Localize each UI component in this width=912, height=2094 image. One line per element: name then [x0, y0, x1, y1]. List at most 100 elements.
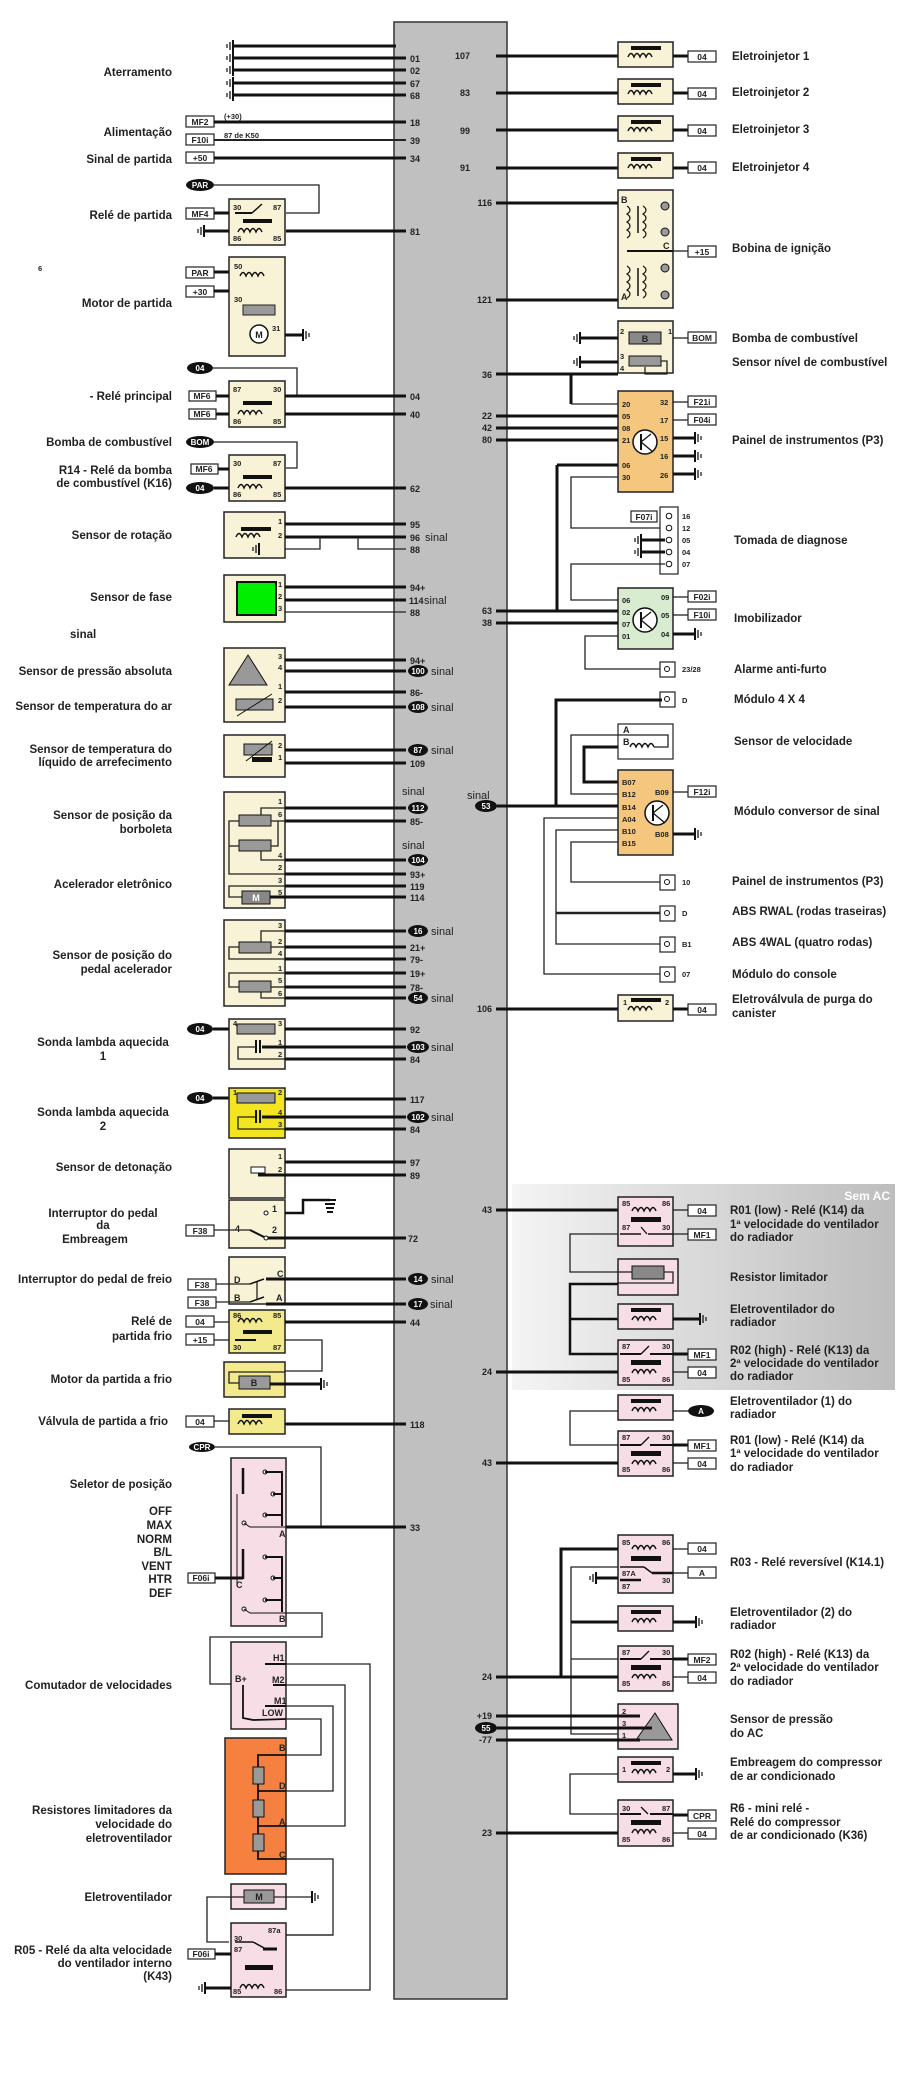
ground-icon [589, 1571, 597, 1585]
component-shape [687, 1204, 717, 1217]
ecu-pin: 43 [482, 1205, 492, 1215]
tag-text: F12i [693, 787, 710, 797]
rele-principal-group: - Relé principal 04 MF6 MF6 87 30 86 85 … [90, 362, 420, 428]
component-shape [687, 785, 717, 798]
bomba-combustivel-group: B 2 1 BOM Bomba de combustível 3 4 Senso… [482, 320, 887, 405]
label-text: Sensor de pressão [730, 1714, 833, 1726]
component-shape [628, 355, 662, 367]
label-text: 3 [278, 604, 282, 613]
tag-text: 04 [195, 1417, 205, 1427]
coil-icon [641, 205, 647, 239]
label-text: 1 [278, 580, 282, 589]
tag-text: 04 [195, 1317, 205, 1327]
label-text: 86 [662, 1375, 670, 1384]
wire [640, 1226, 648, 1235]
label-text: 2 [620, 327, 624, 336]
terminal-circle [660, 290, 670, 300]
connector-oval [189, 1442, 215, 1452]
label-text: D [682, 696, 688, 705]
connector-oval [408, 665, 428, 677]
label-text: 30 [233, 203, 241, 212]
wire [618, 734, 669, 748]
interruptor-embreagem-group: Interruptor do pedal da Embreagem F38 4 … [48, 1198, 418, 1249]
component-shape [617, 78, 674, 105]
ground-icon [197, 224, 205, 238]
label-text: velocidade do [95, 1819, 172, 1831]
label-text: A [279, 1529, 286, 1539]
ground-icon [324, 1199, 336, 1213]
ecu-pin: 39 [410, 136, 420, 146]
component-shape [687, 1827, 717, 1840]
rele-bomba-group: Bomba de combustível R14 - Relé da bomba… [46, 436, 420, 502]
wire [260, 851, 285, 861]
label-text: A04 [622, 815, 637, 824]
ecu-pin-oval: 108 [411, 703, 425, 712]
tag-text: +15 [695, 247, 710, 257]
label-text: 1ª velocidade do ventilador [730, 1219, 879, 1231]
diagnose-group: 16 12 05 04 07 F07i Tomada de diagnose [570, 506, 848, 601]
ecu-pin: 117 [410, 1095, 425, 1105]
label-text: 87 [622, 1223, 630, 1232]
ecu-pin: 23 [482, 1828, 492, 1838]
label-text: 04 [682, 548, 691, 557]
terminal-circle [664, 971, 670, 977]
ventilador-1-group: A Eletroventilador (1) do radiador [569, 1394, 852, 1446]
label-text: 3 [278, 1019, 282, 1028]
label-text: Alarme anti-furto [734, 664, 827, 676]
label-text: 17 [660, 416, 668, 425]
component-shape [631, 1399, 661, 1403]
label-text: DEF [149, 1588, 172, 1600]
tag-text: F38 [195, 1298, 210, 1308]
connector-oval [186, 179, 214, 191]
label-text: Sensor de posição do [53, 950, 173, 962]
label-text: B/L [153, 1547, 172, 1559]
tag-text: F02i [693, 592, 710, 602]
r6-group: 30 87 85 86 CPR 04 R6 - mini relé - Relé… [482, 1799, 868, 1847]
ecu-pin: 04 [410, 392, 420, 402]
painel-instrumentos-2-group: 10 Painel de instrumentos (P3) [659, 874, 884, 891]
component-shape [252, 1833, 265, 1852]
label-text: de ar condicionado (K36) [730, 1830, 868, 1842]
ecu-pin: 24 [482, 1367, 492, 1377]
ecu-pin-oval: 54 [414, 994, 423, 1003]
component-shape [631, 1820, 661, 1825]
label-text: 1 [668, 327, 672, 336]
label-text: VENT [141, 1561, 172, 1573]
label-text: Bobina de ignição [732, 243, 831, 255]
label-text: 2 [622, 1707, 626, 1716]
wire [265, 1556, 283, 1612]
label-text: radiador [730, 1409, 777, 1421]
wire [209, 1612, 323, 1685]
label-text: do radiador [730, 1676, 794, 1688]
ground-icon [311, 1890, 319, 1904]
label-text: 86 [662, 1835, 670, 1844]
canister-group: 106 1 2 04 Eletroválvula de purga do can… [477, 994, 873, 1022]
label-text: 85 [622, 1538, 630, 1547]
terminal-circle [263, 1235, 269, 1241]
motor-icon: B [251, 1378, 258, 1388]
label-text: Eletroventilador (1) do [730, 1396, 852, 1408]
ecu-pin-oval: 14 [414, 1275, 423, 1284]
tag-text: 04 [697, 89, 707, 99]
eletroinjetor-1: 107 04 Eletroinjetor 1 [455, 41, 810, 68]
label-text: Eletroinjetor 4 [732, 162, 810, 174]
label-text: Comutador de velocidades [25, 1680, 172, 1692]
wire [213, 367, 298, 396]
coil-icon [641, 265, 647, 299]
ecu-pin: 89 [410, 1171, 420, 1181]
label-text: OFF [149, 1506, 172, 1518]
label-text: 1ª velocidade do ventilador [730, 1448, 879, 1460]
label-text: 85 [622, 1835, 630, 1844]
label-text: sinal [431, 993, 454, 1005]
sinal-partida-label: Sinal de partida [86, 154, 172, 166]
interruptor-freio-group: Interruptor do pedal de freio F38 F38 D … [18, 1256, 454, 1311]
abs-4wal-group: B1 ABS 4WAL (quatro rodas) [659, 936, 873, 953]
wire [285, 1339, 323, 1372]
wire [271, 821, 279, 847]
label-text: H1 [273, 1653, 285, 1663]
sensor-detonacao-group: Sensor de detonação 1 2 97 89 [56, 1148, 420, 1199]
label-text: pedal acelerador [81, 964, 173, 976]
terminal-circle [665, 548, 673, 556]
component-shape [687, 1671, 717, 1684]
label-text: A [623, 725, 630, 735]
